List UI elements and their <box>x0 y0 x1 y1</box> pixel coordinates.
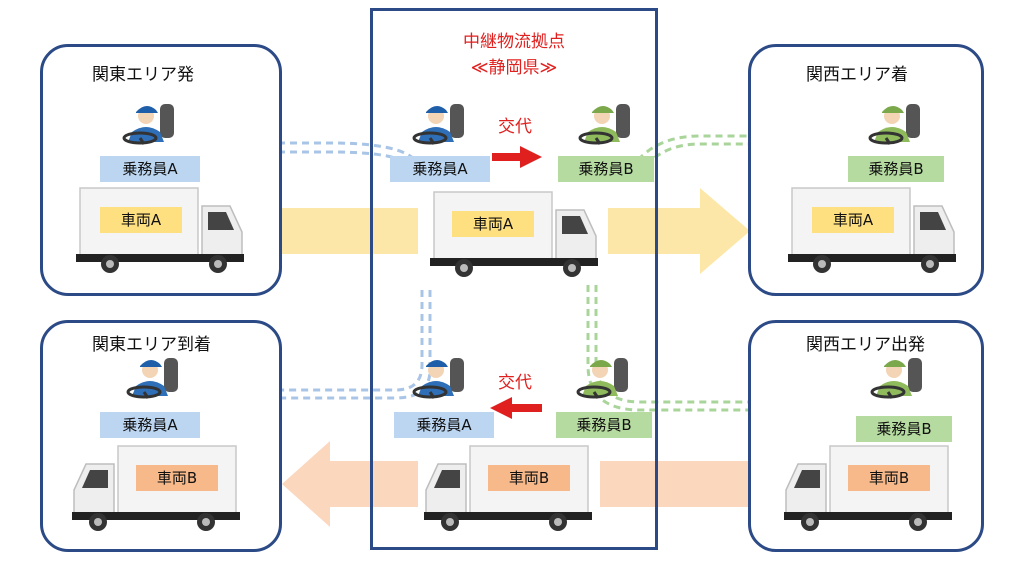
truck-label-hub-bottom: 車両B <box>488 465 570 491</box>
driver-label-kansai-arrive: 乗務員B <box>848 156 944 182</box>
panel-title-kanto-depart: 関東エリア発 <box>92 65 194 85</box>
hub-title-line1: 中継物流拠点 <box>463 32 565 52</box>
driver-label-hub-bottom-b: 乗務員B <box>556 412 652 438</box>
driver-label-hub-bottom-a: 乗務員A <box>394 412 494 438</box>
truck-label-hub-top: 車両A <box>452 211 534 237</box>
driver-label-kanto-depart: 乗務員A <box>100 156 200 182</box>
swap-arrow-left <box>490 397 542 419</box>
swap-label-bottom: 交代 <box>498 373 532 393</box>
truck-label-kanto-arrive: 車両B <box>136 465 218 491</box>
panel-title-kansai-depart: 関西エリア出発 <box>806 335 925 355</box>
driver-label-hub-top-a: 乗務員A <box>390 156 490 182</box>
panel-title-kanto-arrive: 関東エリア到着 <box>92 335 211 355</box>
driver-label-hub-top-b: 乗務員B <box>558 156 654 182</box>
truck-label-kanto-depart: 車両A <box>100 207 182 233</box>
driver-label-kansai-depart: 乗務員B <box>856 416 952 442</box>
truck-label-kansai-depart: 車両B <box>848 465 930 491</box>
swap-label-top: 交代 <box>498 117 532 137</box>
swap-arrow-right <box>492 146 542 168</box>
hub-title-line2: ≪静岡県≫ <box>470 58 558 78</box>
truck-label-kansai-arrive: 車両A <box>812 207 894 233</box>
hub-box <box>370 8 658 550</box>
driver-label-kanto-arrive: 乗務員A <box>100 412 200 438</box>
vehicle-b-flow-arrow <box>282 441 750 527</box>
panel-title-kansai-arrive: 関西エリア着 <box>806 65 908 85</box>
vehicle-a-flow-arrow <box>278 188 750 274</box>
